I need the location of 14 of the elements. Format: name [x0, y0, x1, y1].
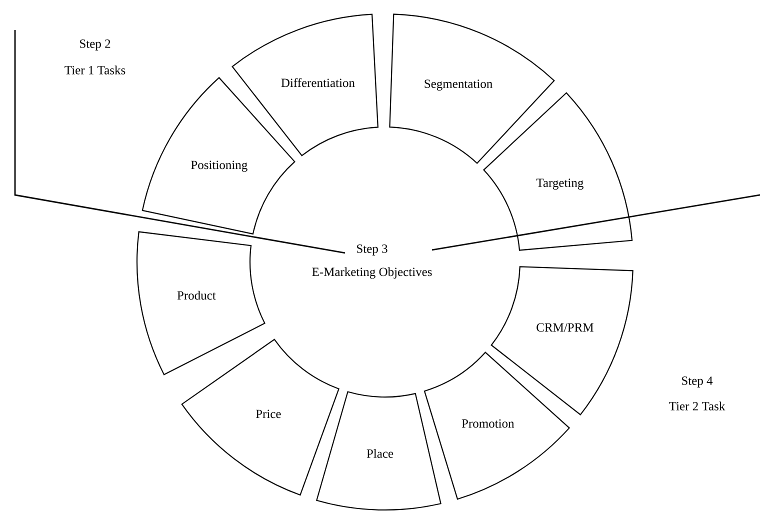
ring-segment: CRM/PRM — [490, 266, 634, 416]
ring-segment: Targeting — [483, 92, 633, 251]
label-text: Step 3 — [357, 244, 388, 256]
label-text: Tier 1 Tasks — [64, 66, 126, 74]
ring-segment: Place — [316, 391, 442, 510]
label-text: E-Marketing Objectives — [312, 267, 432, 279]
ring-segment: Promotion — [424, 352, 570, 500]
ring-segment: Product — [136, 231, 266, 376]
label-text: Step 4 — [682, 376, 713, 388]
ring-segment: Differentiation — [232, 14, 378, 156]
ring-segment: Price — [181, 338, 340, 496]
ring-segment: Segmentation — [389, 14, 555, 164]
label-text: Step 2 — [80, 40, 110, 50]
label-text: Tier 2 Task — [669, 402, 726, 410]
